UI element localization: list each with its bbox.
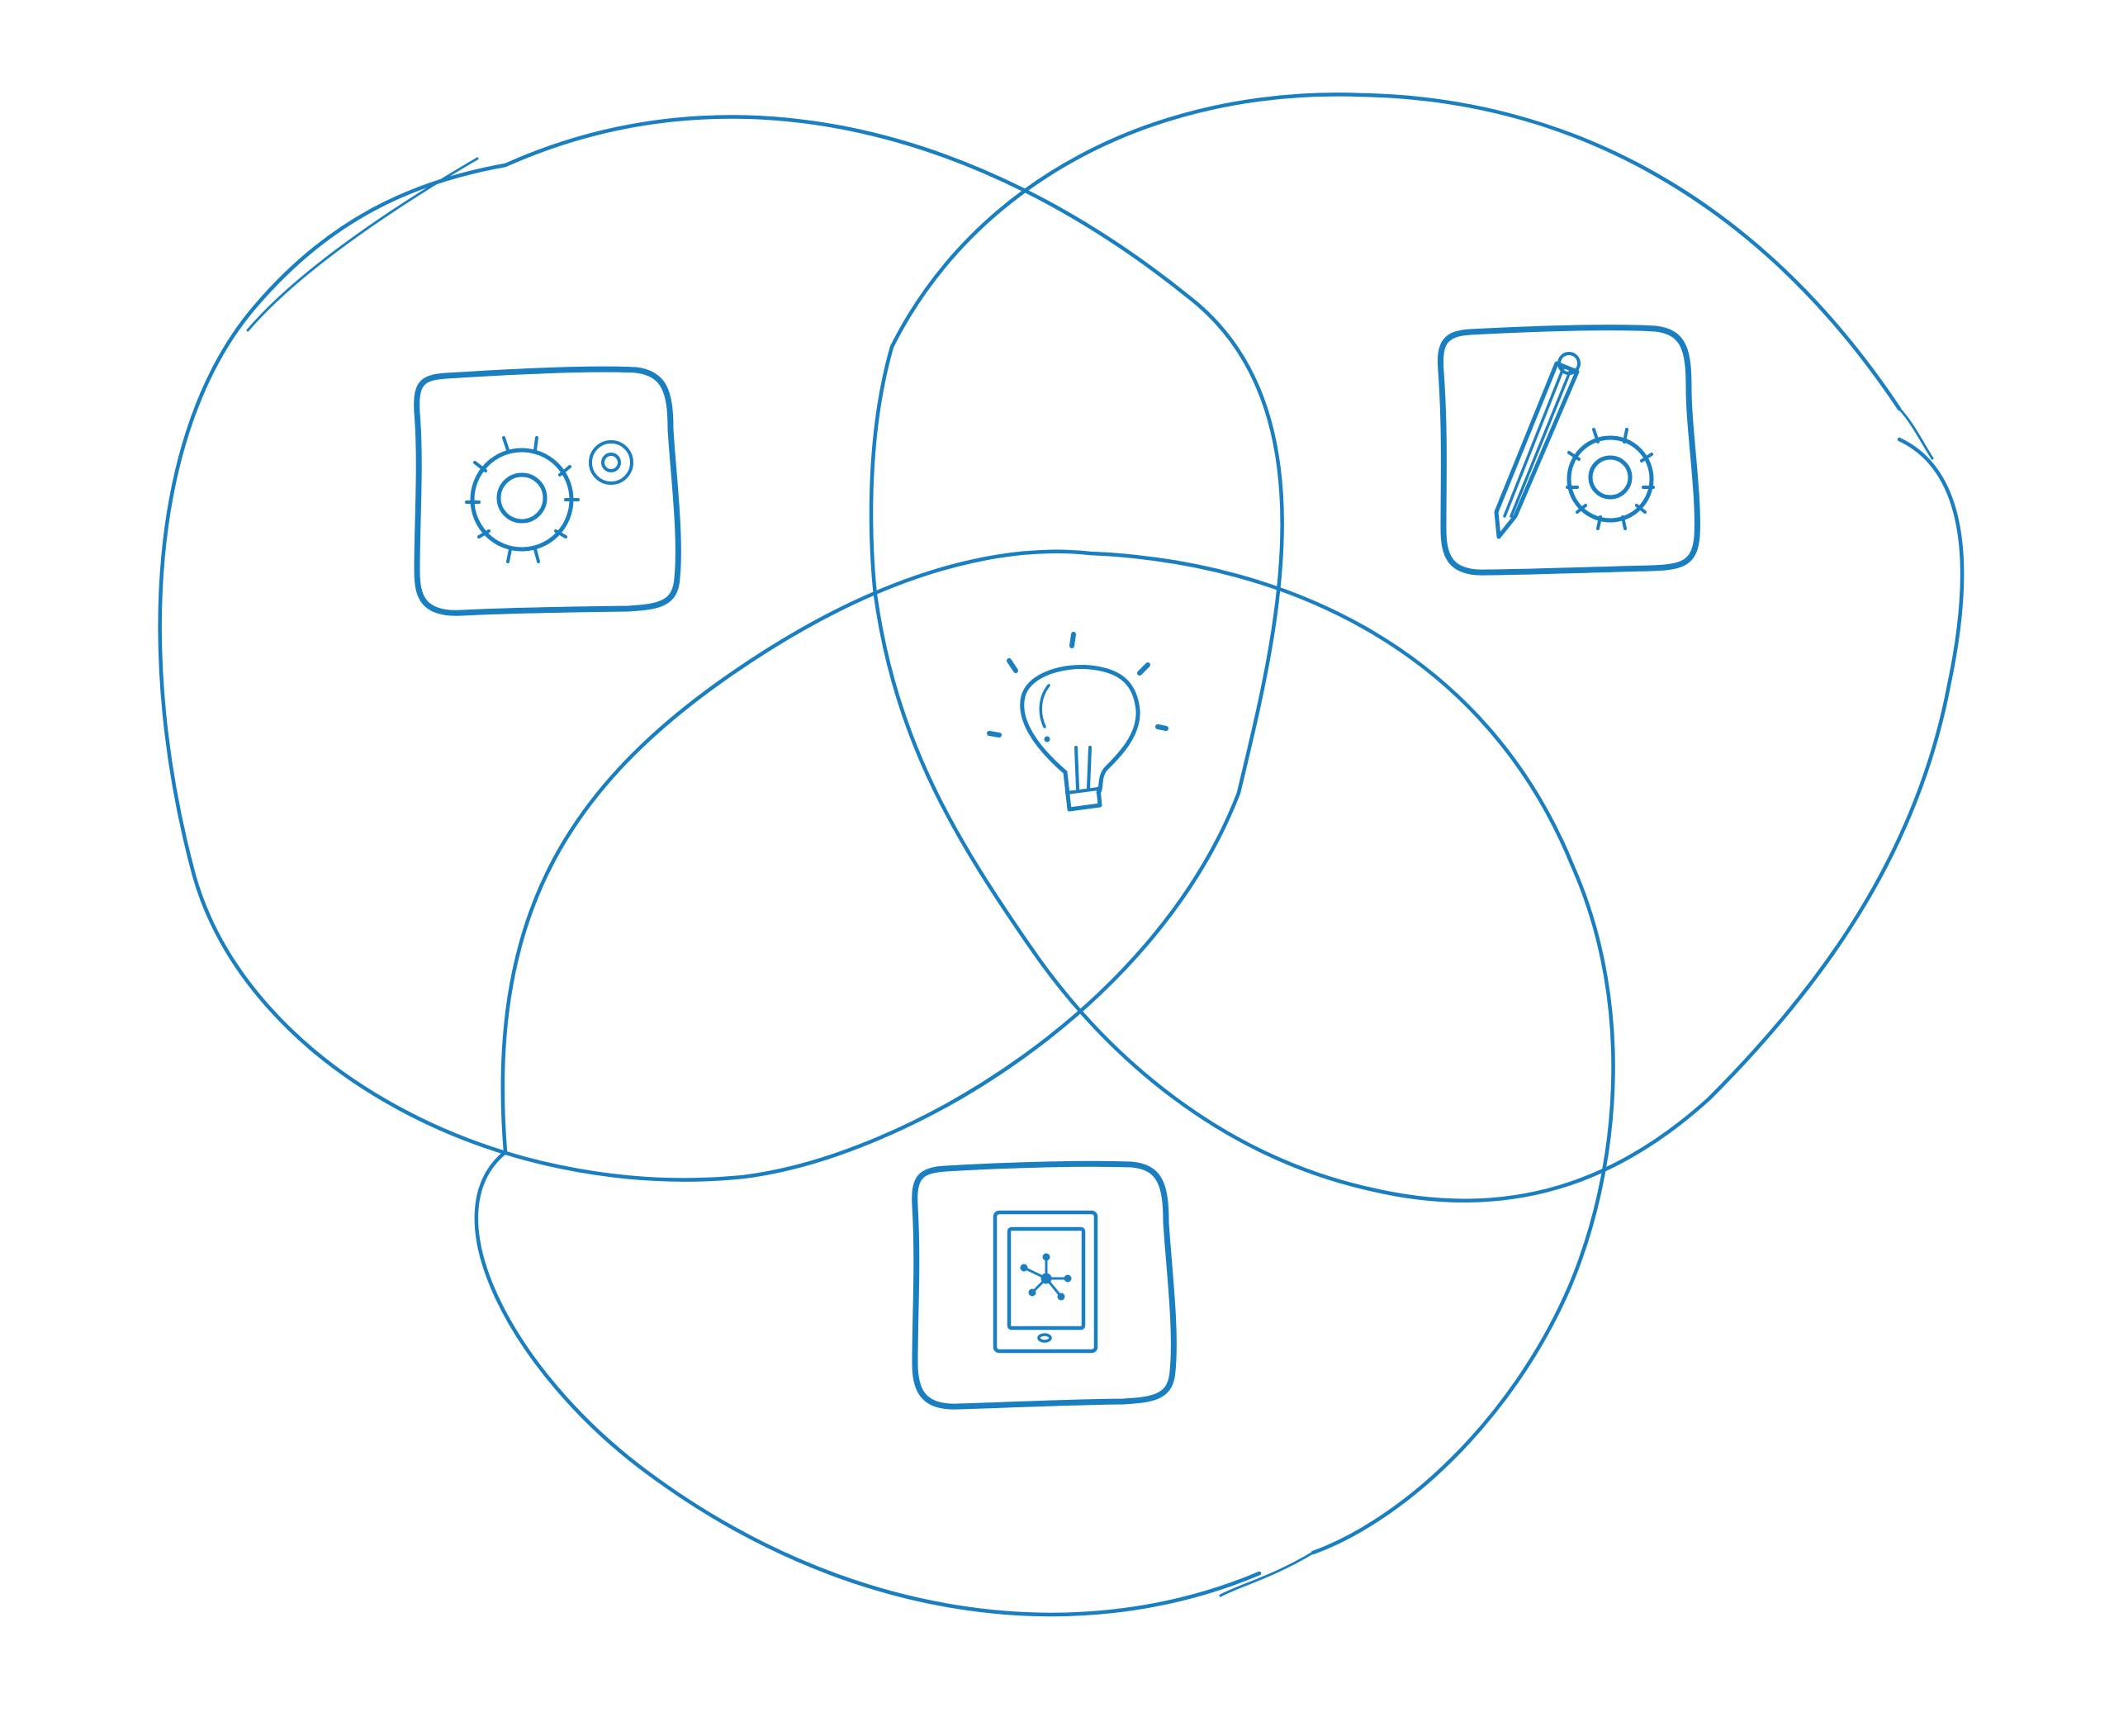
venn-circle-left [158,115,1284,1182]
venn-circle-right [869,92,1965,1203]
gears-icon [414,366,681,616]
lightbulb-icon [987,632,1168,812]
tablet-network-icon [912,1160,1177,1410]
venn-circle-bottom [474,549,1615,1617]
pencil-gear-icon [1437,325,1700,576]
